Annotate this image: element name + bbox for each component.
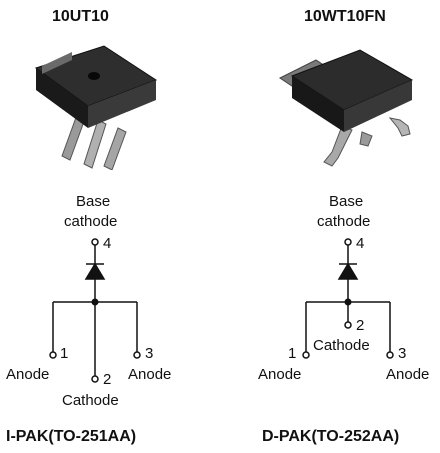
dpak-package-image — [279, 49, 414, 167]
left-package-name: I-PAK(TO-251AA) — [6, 428, 137, 445]
left-base-label-line2: cathode — [64, 213, 118, 230]
right-pin3-name: Anode — [386, 366, 430, 383]
right-pin2-number: 2 — [356, 317, 365, 334]
right-pin4-number: 4 — [356, 235, 365, 252]
left-pin2-number: 2 — [103, 371, 112, 388]
left-junction-dot — [91, 298, 99, 306]
right-junction-dot — [344, 298, 352, 306]
right-pin1-number: 1 — [288, 345, 297, 362]
right-pin2-name: Cathode — [313, 337, 370, 354]
left-pin3-name: Anode — [128, 366, 172, 383]
right-part-number: 10WT10FN — [304, 8, 386, 25]
left-pin2-name: Cathode — [62, 392, 119, 409]
right-package-name: D-PAK(TO-252AA) — [262, 428, 400, 445]
right-pin1-name: Anode — [258, 366, 302, 383]
left-pin4-number: 4 — [103, 235, 112, 252]
left-pin3-number: 3 — [145, 345, 154, 362]
right-base-label-line2: cathode — [317, 213, 371, 230]
left-base-label-line1: Base — [76, 193, 111, 210]
right-base-label-line1: Base — [329, 193, 364, 210]
right-pin3-number: 3 — [398, 345, 407, 362]
ipak-package-image — [34, 45, 158, 170]
left-pin1-number: 1 — [60, 345, 69, 362]
left-part-number: 10UT10 — [52, 8, 109, 25]
left-pin1-name: Anode — [6, 366, 50, 383]
